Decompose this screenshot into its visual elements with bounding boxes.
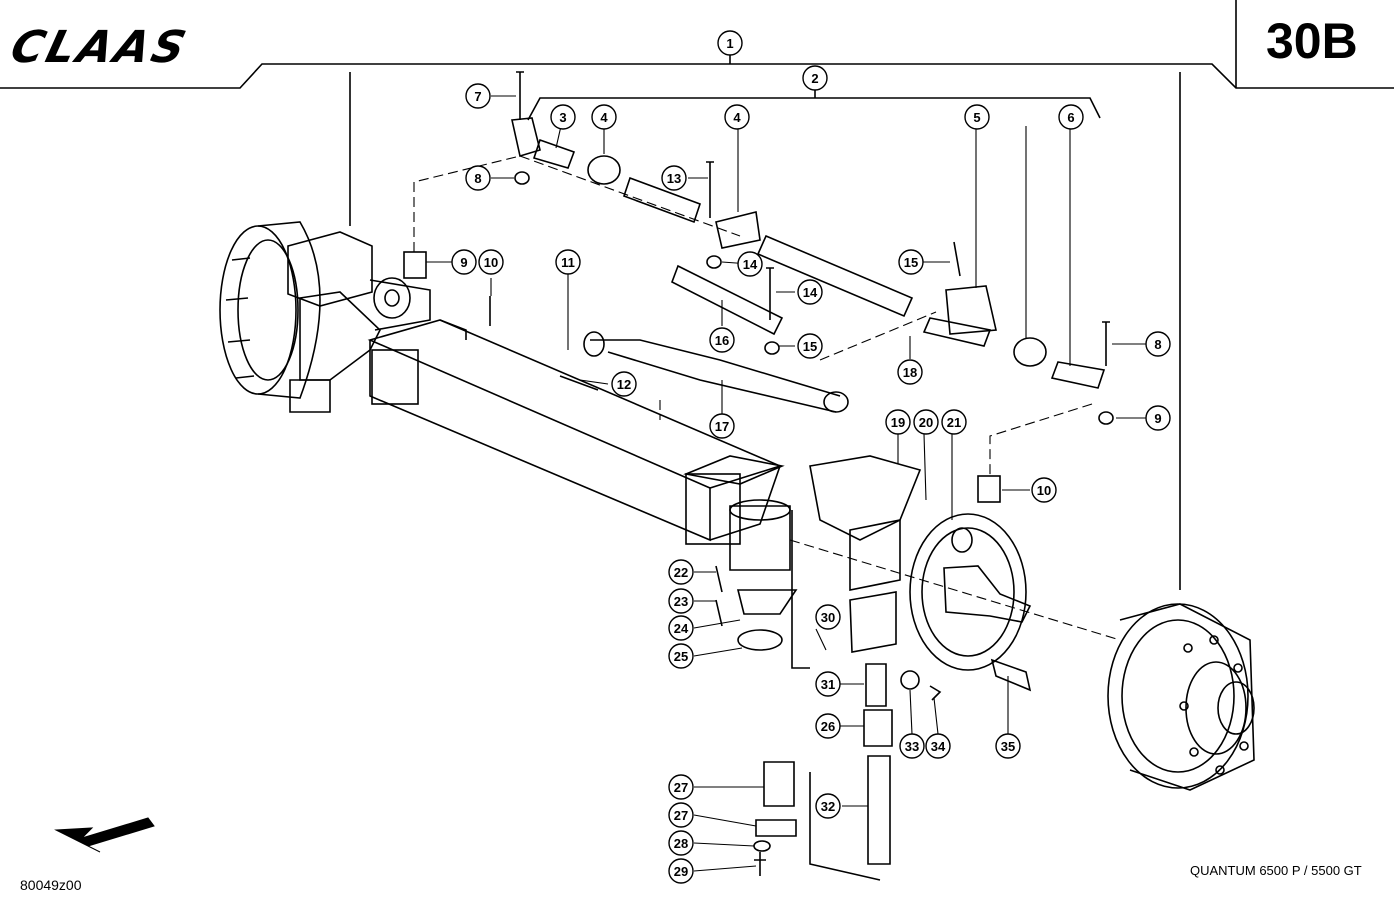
- callout-label: 22: [674, 565, 688, 580]
- callout-label: 8: [1154, 337, 1161, 352]
- callout-label: 26: [821, 719, 835, 734]
- drawing-number: 80049z00: [20, 877, 82, 893]
- callout-label: 10: [1037, 483, 1051, 498]
- callout-label: 6: [1067, 110, 1074, 125]
- callout-label: 27: [674, 808, 688, 823]
- callout-6: 6: [1058, 104, 1084, 130]
- callout-5: 5: [964, 104, 990, 130]
- callout-label: 21: [947, 415, 961, 430]
- callout-27: 27: [668, 774, 694, 800]
- callout-label: 1: [726, 36, 733, 51]
- callout-20: 20: [913, 409, 939, 435]
- callout-11: 11: [555, 249, 581, 275]
- callout-2: 2: [802, 65, 828, 91]
- callout-29: 29: [668, 858, 694, 884]
- callout-label: 14: [803, 285, 818, 300]
- callout-label: 25: [674, 649, 688, 664]
- callout-3: 3: [550, 104, 576, 130]
- callout-22: 22: [668, 559, 694, 585]
- callout-label: 2: [811, 71, 818, 86]
- callout-label: 17: [715, 419, 729, 434]
- callout-14: 14: [737, 251, 763, 277]
- callout-15: 15: [898, 249, 924, 275]
- callout-15: 15: [797, 333, 823, 359]
- callout-25: 25: [668, 643, 694, 669]
- callout-label: 35: [1001, 739, 1015, 754]
- callout-7: 7: [465, 83, 491, 109]
- callout-label: 28: [674, 836, 688, 851]
- callout-label: 14: [743, 257, 758, 272]
- callout-label: 31: [821, 677, 835, 692]
- callout-label: 15: [904, 255, 918, 270]
- callout-label: 7: [474, 89, 481, 104]
- callout-label: 9: [460, 255, 467, 270]
- callout-4: 4: [724, 104, 750, 130]
- callout-label: 15: [803, 339, 817, 354]
- callout-10: 10: [478, 249, 504, 275]
- callout-label: 33: [905, 739, 919, 754]
- callout-33: 33: [899, 733, 925, 759]
- callout-23: 23: [668, 588, 694, 614]
- brand-logo: CLAAS: [5, 22, 194, 73]
- callout-label: 27: [674, 780, 688, 795]
- callout-label: 16: [715, 333, 729, 348]
- callout-26: 26: [815, 713, 841, 739]
- callout-label: 5: [973, 110, 980, 125]
- callout-4: 4: [591, 104, 617, 130]
- callout-label: 4: [733, 110, 741, 125]
- callout-label: 20: [919, 415, 933, 430]
- callout-32: 32: [815, 793, 841, 819]
- callout-21: 21: [941, 409, 967, 435]
- page-code: 30B: [1266, 13, 1358, 69]
- callout-14: 14: [797, 279, 823, 305]
- callout-label: 18: [903, 365, 917, 380]
- callout-label: 9: [1154, 411, 1161, 426]
- callout-30: 30: [815, 604, 841, 630]
- callout-label: 30: [821, 610, 835, 625]
- callout-18: 18: [897, 359, 923, 385]
- callout-16: 16: [709, 327, 735, 353]
- callout-10: 10: [1031, 477, 1057, 503]
- callout-8: 8: [1145, 331, 1171, 357]
- callout-label: 8: [474, 171, 481, 186]
- callout-label: 12: [617, 377, 631, 392]
- callout-label: 13: [667, 171, 681, 186]
- callout-8: 8: [465, 165, 491, 191]
- callout-19: 19: [885, 409, 911, 435]
- callout-1: 1: [717, 30, 743, 56]
- callout-label: 4: [600, 110, 608, 125]
- callout-9: 9: [451, 249, 477, 275]
- callout-label: 19: [891, 415, 905, 430]
- callout-label: 24: [674, 621, 689, 636]
- callout-13: 13: [661, 165, 687, 191]
- callout-34: 34: [925, 733, 951, 759]
- callout-label: 23: [674, 594, 688, 609]
- callout-9: 9: [1145, 405, 1171, 431]
- callout-label: 34: [931, 739, 946, 754]
- model-label: QUANTUM 6500 P / 5500 GT: [1190, 863, 1362, 878]
- callout-label: 11: [561, 255, 575, 270]
- callout-35: 35: [995, 733, 1021, 759]
- callout-31: 31: [815, 671, 841, 697]
- arrow-left-down-icon: [54, 817, 155, 853]
- callout-12: 12: [611, 371, 637, 397]
- callout-24: 24: [668, 615, 694, 641]
- callout-label: 29: [674, 864, 688, 879]
- callout-label: 10: [484, 255, 498, 270]
- callout-label: 3: [559, 110, 566, 125]
- callout-label: 32: [821, 799, 835, 814]
- callout-17: 17: [709, 413, 735, 439]
- callout-27: 27: [668, 802, 694, 828]
- callout-28: 28: [668, 830, 694, 856]
